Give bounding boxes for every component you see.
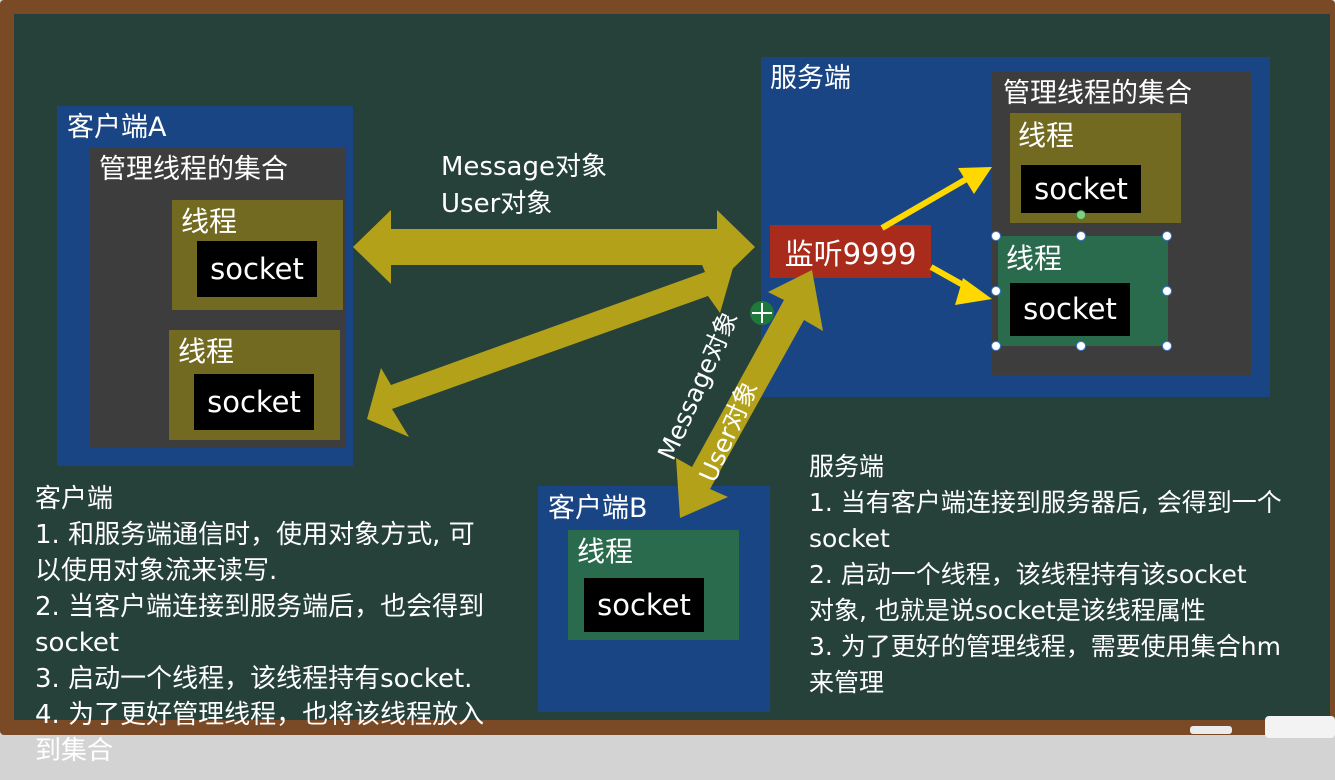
thread-label: 线程 (181, 205, 238, 238)
note-line: 2. 启动一个线程，该线程持有该socket (809, 560, 1247, 589)
selection-handle[interactable] (1076, 341, 1086, 351)
client-a-collection: 管理线程的集合 线程 socket 线程 socket (89, 148, 346, 448)
server-collection-title: 管理线程的集合 (1003, 78, 1192, 109)
listen-9999-box: 监听9999 (770, 225, 931, 278)
server-notes: 服务端 1. 当有客户端连接到服务器后, 会得到一个 socket 2. 启动一… (809, 449, 1282, 701)
server-collection: 管理线程的集合 线程 socket 线程 socket (992, 72, 1251, 375)
client-a-panel: 客户端A 管理线程的集合 线程 socket 线程 socket (57, 106, 353, 466)
note-line: 到集合 (35, 736, 114, 766)
rotate-handle[interactable] (1076, 210, 1086, 220)
chalk-stick (1190, 726, 1232, 734)
note-line: 4. 为了更好管理线程，也将该线程放入 (35, 700, 485, 730)
client-a-title: 客户端A (67, 112, 167, 143)
note-line: socket (809, 524, 890, 553)
client-b-panel: 客户端B 线程 socket (538, 486, 770, 712)
socket-box: socket (197, 241, 317, 297)
socket-box: socket (194, 374, 314, 430)
client-a-thread-2: 线程 socket (169, 330, 340, 440)
note-line: 对象, 也就是说socket是该线程属性 (809, 596, 1206, 625)
note-line: 客户端 (35, 484, 114, 514)
thread-label: 线程 (178, 335, 235, 368)
socket-box: socket (1010, 283, 1130, 336)
server-thread-1: 线程 socket (1010, 113, 1181, 223)
note-line: socket (35, 628, 120, 658)
yellow-arrowhead-2 (955, 278, 992, 305)
yellow-arrow-to-thread-1 (880, 174, 972, 231)
client-a-thread-1: 线程 socket (172, 200, 343, 310)
top-arrow-label-2: User对象 (441, 189, 553, 219)
note-line: 以使用对象流来读写. (35, 556, 278, 586)
selection-handle[interactable] (1162, 286, 1172, 296)
double-arrow-client-a-server (353, 210, 755, 284)
yellow-arrowhead-1 (958, 167, 992, 194)
selection-handle[interactable] (1076, 231, 1086, 241)
move-cursor-icon (750, 301, 774, 325)
note-line: 2. 当客户端连接到服务端后，也会得到 (35, 592, 485, 622)
thread-label: 线程 (1006, 242, 1063, 275)
server-thread-2: 线程 socket (998, 236, 1168, 346)
eraser (1265, 716, 1335, 738)
selection-handle[interactable] (1162, 231, 1172, 241)
client-b-thread: 线程 socket (568, 530, 739, 640)
client-notes: 客户端 1. 和服务端通信时，使用对象方式, 可 以使用对象流来读写. 2. 当… (35, 481, 484, 769)
top-arrow-label-1: Message对象 (441, 152, 607, 182)
note-line: 1. 和服务端通信时，使用对象方式, 可 (35, 520, 475, 550)
note-line: 3. 为了更好的管理线程，需要使用集合hm (809, 632, 1281, 661)
thread-label: 线程 (577, 535, 634, 568)
note-line: 来管理 (809, 668, 885, 697)
chalk-tray (0, 735, 1335, 780)
selection-handle[interactable] (991, 341, 1001, 351)
client-a-collection-title: 管理线程的集合 (99, 154, 288, 185)
note-line: 1. 当有客户端连接到服务器后, 会得到一个 (809, 488, 1282, 517)
selection-handle[interactable] (1162, 341, 1172, 351)
socket-box: socket (584, 578, 704, 632)
double-arrow-client-b-server (676, 270, 823, 518)
server-title: 服务端 (770, 63, 851, 94)
socket-box: socket (1021, 165, 1141, 213)
selection-handle[interactable] (991, 286, 1001, 296)
selection-handle[interactable] (991, 231, 1001, 241)
client-b-title: 客户端B (548, 493, 648, 524)
thread-label: 线程 (1018, 119, 1075, 152)
note-line: 3. 启动一个线程，该线程持有socket. (35, 664, 473, 694)
note-line: 服务端 (809, 452, 885, 481)
double-arrow-diagonal (367, 255, 735, 437)
